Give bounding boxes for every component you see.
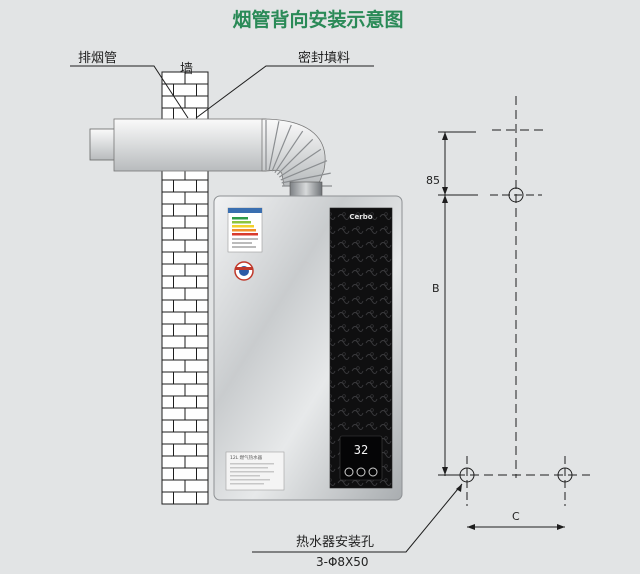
bottom-left-mounting-hole-icon xyxy=(459,467,475,483)
energy-label xyxy=(227,207,263,253)
diagram-title: 烟管背向安装示意图 xyxy=(232,8,403,31)
flue-pipe xyxy=(89,118,332,199)
brand-logo: Cerbo xyxy=(349,213,372,221)
wall-label: 墙 xyxy=(180,62,193,77)
mounting-hole-diagram xyxy=(252,96,590,553)
dimension-85-label: 85 xyxy=(426,174,440,187)
temperature-readout: 32 xyxy=(354,443,368,457)
rating-plate: 12L 燃气热水器 xyxy=(225,451,285,491)
control-knob-right-icon xyxy=(368,467,378,477)
certification-badge-icon xyxy=(234,261,254,281)
callout-lines xyxy=(70,65,374,119)
hole-spec-label: 3-Φ8X50 xyxy=(316,555,369,569)
flue-pipe-label: 排烟管 xyxy=(78,51,117,66)
top-mounting-hole-icon xyxy=(508,187,524,203)
control-display: 32 xyxy=(339,435,383,481)
heater-holes-label: 热水器安装孔 xyxy=(296,535,374,550)
control-knob-left-icon xyxy=(344,467,354,477)
water-heater: Cerbo 12L 燃气热水器 xyxy=(213,195,403,501)
dimension-c-label: C xyxy=(512,510,520,523)
sealant-label: 密封填料 xyxy=(298,50,350,66)
control-knob-middle-icon xyxy=(356,467,366,477)
bottom-right-mounting-hole-icon xyxy=(557,467,573,483)
capacity-text: 12L 燃气热水器 xyxy=(230,454,263,461)
dimension-b-label: B xyxy=(432,282,440,295)
dimension-arrows xyxy=(442,132,565,530)
